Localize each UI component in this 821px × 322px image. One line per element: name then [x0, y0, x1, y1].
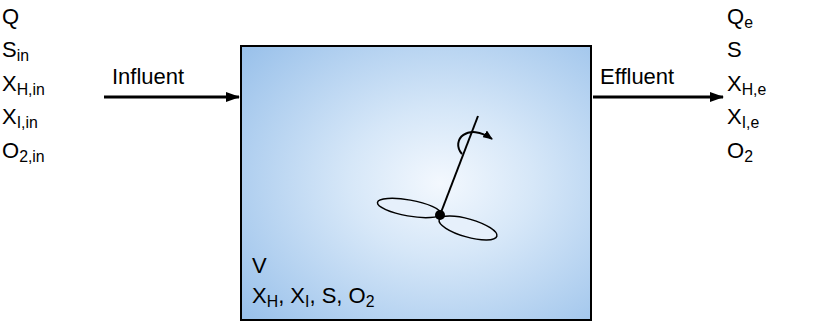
text-part: Q — [727, 4, 744, 29]
tank-fill — [240, 45, 592, 321]
text-part: O — [727, 138, 744, 163]
stream-label: Influent — [112, 64, 184, 90]
flow-variable: XH,in — [2, 71, 45, 97]
text-part: O — [2, 138, 19, 163]
subscript: 2,in — [19, 148, 45, 165]
subscript: e — [744, 14, 753, 31]
subscript: 2 — [744, 148, 753, 165]
influent-arrow — [104, 96, 239, 99]
text-part: , S, O — [309, 283, 365, 308]
flow-variable: Sin — [2, 37, 29, 63]
subscript: 2 — [366, 293, 375, 310]
text-part: S — [727, 37, 742, 62]
flow-rate: Q — [2, 4, 19, 30]
flow-rate: Qe — [727, 4, 753, 30]
text-part: V — [252, 253, 267, 278]
flow-variable: XI,e — [727, 104, 759, 130]
flow-variable: O2 — [727, 138, 753, 164]
text-part: Effluent — [600, 64, 674, 89]
subscript: in — [17, 47, 29, 64]
subscript: H,e — [742, 81, 767, 98]
text-part: X — [252, 283, 267, 308]
reactor-text: V — [252, 251, 267, 281]
mixer-symbol — [376, 116, 499, 245]
subscript: I,e — [742, 114, 760, 131]
effluent-arrow — [593, 96, 723, 99]
text-part: S — [2, 37, 17, 62]
text-part: X — [727, 104, 742, 129]
flow-variable: O2,in — [2, 138, 45, 164]
reactor-tank: VXH, XI, S, O2 — [240, 45, 592, 321]
text-part: , X — [278, 283, 305, 308]
subscript: I,in — [17, 114, 38, 131]
flow-variable: XI,in — [2, 104, 38, 130]
reactor-text: XH, XI, S, O2 — [252, 281, 375, 311]
flow-variable: XH,e — [727, 71, 766, 97]
subscript: I — [305, 293, 309, 310]
text-part: Q — [2, 4, 19, 29]
text-part: X — [2, 71, 17, 96]
subscript: H,in — [17, 81, 45, 98]
text-part: Influent — [112, 64, 184, 89]
stream-label: Effluent — [600, 64, 674, 90]
subscript: H — [267, 293, 278, 310]
text-part: X — [2, 104, 17, 129]
text-part: X — [727, 71, 742, 96]
flow-variable: S — [727, 37, 742, 63]
